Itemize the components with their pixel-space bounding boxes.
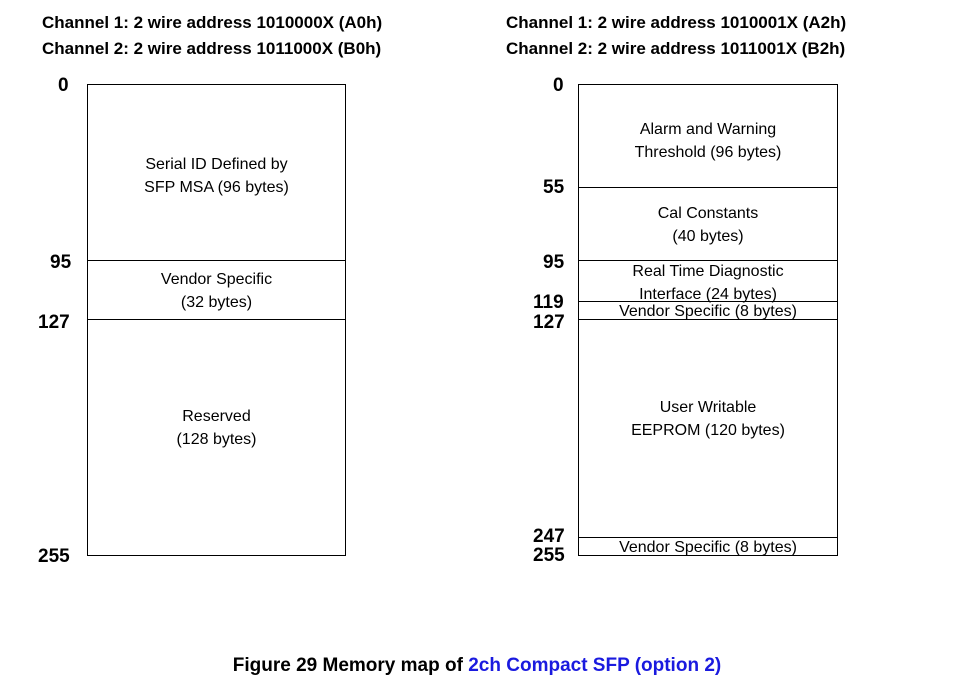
left-address-0: 0 bbox=[58, 75, 69, 96]
right-address-55: 55 bbox=[543, 177, 565, 198]
right-address-95: 95 bbox=[543, 252, 565, 273]
caption-prefix: Figure 29 Memory map of bbox=[232, 655, 469, 676]
right-region-alarm-warning: Alarm and Warning Threshold (96 bytes) bbox=[634, 121, 782, 161]
left-map-header: Channel 1: 2 wire address 1010000X (A0h)… bbox=[42, 10, 382, 62]
figure-caption: Figure 29 Memory map of 2ch Compact SFP … bbox=[0, 655, 954, 677]
right-header-channel-1: Channel 1: 2 wire address 1010001X (A2h) bbox=[506, 13, 847, 32]
right-address-119: 119 bbox=[533, 292, 564, 313]
right-address-255: 255 bbox=[533, 545, 565, 566]
right-region-cal-constants: Cal Constants (40 bytes) bbox=[657, 205, 759, 245]
right-divider-95 bbox=[578, 260, 838, 261]
right-map-header: Channel 1: 2 wire address 1010001X (A2h)… bbox=[506, 10, 846, 62]
right-divider-247 bbox=[578, 537, 838, 538]
right-address-0: 0 bbox=[553, 75, 564, 96]
right-region-vendor-specific-2: Vendor Specific (8 bytes) bbox=[619, 539, 797, 556]
right-region-real-time-diagnostic: Real Time Diagnostic Interface (24 bytes… bbox=[632, 263, 784, 303]
left-divider-95 bbox=[87, 260, 346, 261]
right-region-user-writable: User Writable EEPROM (120 bytes) bbox=[631, 399, 785, 439]
right-divider-127 bbox=[578, 319, 838, 320]
left-divider-127 bbox=[87, 319, 346, 320]
right-memory-map bbox=[578, 84, 838, 556]
caption-highlight: 2ch Compact SFP (option 2) bbox=[468, 655, 722, 676]
left-region-serial-id: Serial ID Defined by SFP MSA (96 bytes) bbox=[144, 156, 289, 196]
left-address-255: 255 bbox=[38, 546, 70, 567]
right-divider-55 bbox=[578, 187, 838, 188]
left-region-vendor-specific: Vendor Specific (32 bytes) bbox=[160, 271, 273, 311]
left-header-channel-1: Channel 1: 2 wire address 1010000X (A0h) bbox=[42, 13, 383, 32]
left-address-127: 127 bbox=[38, 312, 70, 333]
right-address-247: 247 bbox=[533, 526, 565, 547]
right-divider-119 bbox=[578, 301, 838, 302]
right-address-127: 127 bbox=[533, 312, 565, 333]
left-address-95: 95 bbox=[50, 252, 72, 273]
right-region-vendor-specific-1: Vendor Specific (8 bytes) bbox=[619, 303, 797, 320]
right-header-channel-2: Channel 2: 2 wire address 1011001X (B2h) bbox=[506, 39, 846, 58]
left-memory-map bbox=[87, 84, 346, 556]
left-header-channel-2: Channel 2: 2 wire address 1011000X (B0h) bbox=[42, 39, 382, 58]
left-region-reserved: Reserved (128 bytes) bbox=[176, 408, 257, 448]
